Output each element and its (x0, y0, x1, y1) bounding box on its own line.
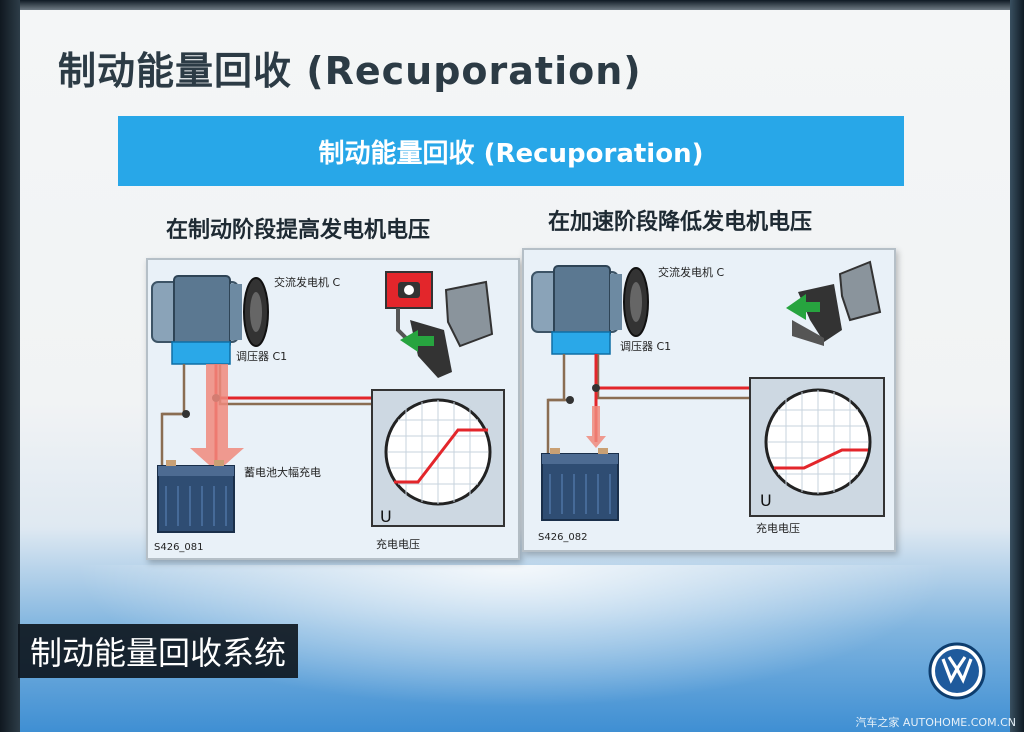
monitor-bezel-left (0, 0, 20, 732)
charge-arrow (190, 364, 244, 472)
circuit-diagram-braking: 交流发电机 C 调压器 C1 蓄电池大幅充电 S426_081 (151, 271, 505, 553)
diagram-panel-braking: 交流发电机 C 调压器 C1 蓄电池大幅充电 S426_081 (146, 258, 520, 560)
alternator-label: 交流发电机 C (658, 265, 724, 279)
charge-arrow (586, 406, 606, 448)
figure-code: S426_082 (538, 532, 588, 543)
panel-heading-acceleration: 在加速阶段降低发电机电压 (548, 210, 813, 235)
regulator-label: 调压器 C1 (620, 340, 671, 353)
circuit-diagram-acceleration: 交流发电机 C 调压器 C1 S426_082 (531, 260, 885, 543)
caption-text: 制动能量回收系统 (30, 634, 287, 672)
ground-wire (160, 364, 186, 470)
alternator-icon (151, 275, 269, 365)
panel-heading-braking: 在制动阶段提高发电机电压 (166, 218, 431, 243)
ground-wire (546, 354, 566, 456)
slide-title: 制动能量回收 (Recuporation) (58, 49, 642, 93)
accelerator-pedal-icon (786, 260, 882, 346)
vw-logo-icon (928, 642, 986, 700)
diagram-panel-acceleration: 交流发电机 C 调压器 C1 S426_082 (522, 248, 896, 552)
alternator-icon (531, 265, 649, 355)
voltage-gauge (749, 377, 885, 517)
section-banner: 制动能量回收 (Recuporation) (118, 116, 904, 186)
gauge-axis-label: U (760, 491, 772, 510)
brake-pedal-icon (385, 271, 494, 378)
gauge-axis-label: U (380, 507, 392, 526)
monitor-bezel-right (1010, 0, 1024, 732)
regulator-label: 调压器 C1 (236, 350, 287, 363)
alternator-label: 交流发电机 C (274, 275, 340, 289)
figure-code: S426_081 (154, 542, 204, 553)
watermark: 汽车之家 AUTOHOME.COM.CN (855, 716, 1016, 729)
voltage-gauge (371, 389, 505, 527)
battery-label: 蓄电池大幅充电 (244, 465, 321, 479)
gauge-label: 充电电压 (756, 521, 800, 535)
gauge-label: 充电电压 (376, 537, 420, 551)
battery-icon (157, 460, 235, 533)
video-caption: 制动能量回收系统 (18, 624, 299, 678)
banner-text: 制动能量回收 (Recuporation) (318, 138, 704, 169)
monitor-bezel-top (0, 0, 1024, 10)
battery-icon (541, 448, 619, 521)
